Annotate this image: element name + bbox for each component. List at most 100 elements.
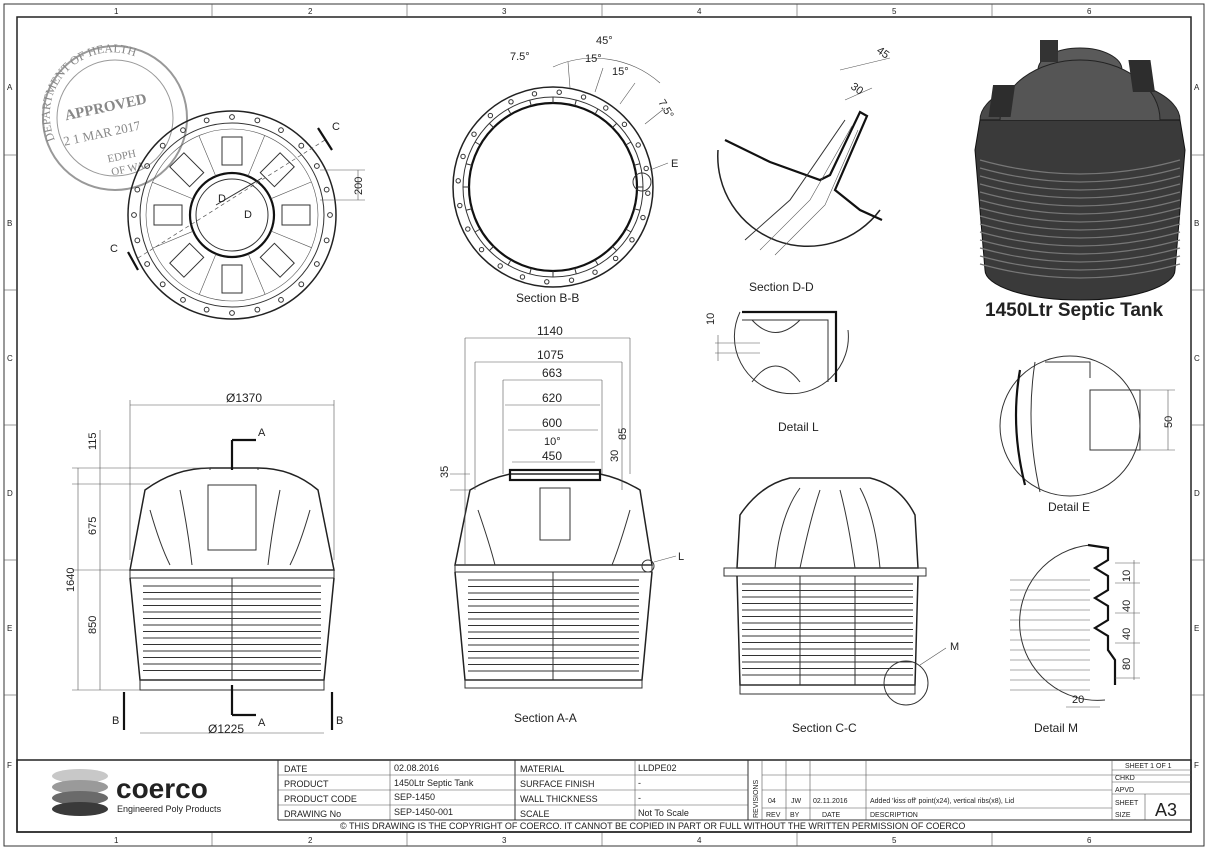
elevation-dim-850: 850 [87, 616, 99, 634]
detail-m-dim-20: 20 [1072, 694, 1084, 706]
plan-section-c-top: C [332, 121, 340, 133]
plan-rib-pocket [281, 204, 311, 226]
bb-rib-tick [474, 141, 481, 146]
tb-col-rev: REV [766, 812, 781, 819]
grid-column-ticks [4, 4, 1204, 846]
elevation-ribs [143, 578, 321, 680]
iso-rib [979, 167, 1181, 183]
plan-bolt-hole [323, 237, 330, 244]
elevation-dim-115: 115 [87, 432, 99, 450]
detail-m-ribs [1010, 579, 1090, 691]
dd-dim-45: 45 [874, 45, 891, 62]
bb-bolt-hole [497, 263, 503, 269]
section-bb-bolt-holes [455, 89, 651, 285]
grid-col-4-bottom: 4 [697, 836, 702, 845]
tb-apvd: APVD [1115, 787, 1134, 794]
bb-rib-tick [625, 228, 632, 233]
grid-row-c-right: C [1194, 354, 1200, 363]
plan-bolt-hole [229, 310, 235, 316]
bb-bolt-hole [465, 226, 471, 232]
detail-e-view: 50 Detail E [999, 355, 1175, 514]
detail-m-dim-10: 10 [1121, 570, 1133, 582]
plan-bolt-hole [254, 117, 261, 124]
grid-row-b-right: B [1194, 219, 1199, 228]
bb-rib-tick [507, 108, 512, 115]
bb-angle-15-a: 15° [585, 53, 602, 65]
tb-value-scale: Not To Scale [638, 808, 689, 818]
tb-copyright: © THIS DRAWING IS THE COPYRIGHT OF COERC… [340, 821, 965, 831]
section-dd-view: 45 30 Section D-D [717, 45, 891, 294]
tb-value-material: LLDPE02 [638, 763, 677, 773]
tb-value-wall-thickness: - [638, 793, 641, 803]
bb-rib-tick [634, 208, 641, 211]
grid-row-a-left: A [7, 83, 13, 92]
elevation-dim-dia-1225: Ø1225 [208, 722, 244, 736]
section-aa-view: 1140 1075 663 620 600 10° 450 35 85 30 L… [439, 324, 684, 725]
detail-l-caption: Detail L [778, 420, 819, 434]
aa-dim-1140: 1140 [537, 324, 563, 338]
plan-rib-line [152, 230, 194, 249]
bb-detail-e-marker: E [671, 158, 678, 170]
aa-dim-10deg: 10° [544, 436, 561, 448]
elevation-dim-dia-1370: Ø1370 [226, 391, 262, 405]
plan-rib-line [247, 135, 265, 177]
tb-col-date: DATE [822, 812, 840, 819]
grid-col-5-top: 5 [892, 7, 897, 16]
elevation-dim-675: 675 [87, 517, 99, 535]
bb-rib-tick [574, 268, 577, 275]
grid-col-6-bottom: 6 [1087, 836, 1092, 845]
plan-rib-pocket [259, 242, 295, 278]
plan-bolt-hole [134, 186, 141, 193]
detail-m-dim-80: 80 [1121, 658, 1133, 670]
iso-rib [979, 231, 1181, 247]
grid-col-6-top: 6 [1087, 7, 1092, 16]
bb-angle-15-b: 15° [612, 66, 629, 78]
bb-bolt-hole [645, 190, 651, 196]
grid-row-a-right: A [1194, 83, 1200, 92]
detail-m-view: 10 40 40 80 20 Detail M [1010, 543, 1140, 735]
plan-dim-200: 200 [353, 177, 365, 195]
dd-dim-30: 30 [848, 81, 865, 98]
tb-rev-description: Added 'kiss off' point(x24), vertical ri… [870, 798, 1014, 805]
grid-col-2-top: 2 [308, 7, 313, 16]
bb-rib-tick [474, 228, 481, 233]
bb-bolt-hole [455, 178, 461, 184]
plan-bolt-hole [159, 281, 166, 288]
aa-detail-l-marker: L [678, 551, 684, 563]
iso-rib [979, 175, 1181, 191]
tb-label-date: DATE [284, 764, 307, 774]
tb-value-date: 02.08.2016 [394, 763, 439, 773]
bb-angle-7-5-left: 7.5° [510, 51, 530, 63]
bb-rib-tick [612, 246, 617, 251]
bb-rib-tick [574, 99, 577, 106]
detail-e-caption: Detail E [1048, 500, 1090, 514]
iso-rib [979, 215, 1181, 231]
plan-rib-pocket [169, 152, 205, 188]
iso-rib [979, 239, 1181, 255]
plan-bolt-hole [134, 237, 141, 244]
elevation-section-b-right: B [336, 715, 343, 727]
grid-row-f-right: F [1194, 761, 1199, 770]
bb-bolt-hole [519, 274, 526, 280]
plan-bolt-hole [203, 117, 210, 124]
bb-bolt-hole [592, 269, 598, 275]
tb-chkd: CHKD [1115, 775, 1135, 782]
plan-section-d-2: D [244, 209, 252, 221]
plan-bolt-hole [313, 163, 320, 169]
plan-rib-pocket [153, 204, 183, 226]
grid-col-1-top: 1 [114, 7, 119, 16]
bb-bolt-hole [635, 142, 641, 148]
iso-rib [979, 207, 1181, 223]
plan-bolt-hole [278, 296, 284, 303]
front-elevation-view: Ø1370 Ø1225 115 675 1640 850 A A B B [65, 391, 343, 736]
detail-m-dim-40-a: 40 [1121, 600, 1133, 612]
tb-size-value: A3 [1155, 800, 1177, 820]
plan-section-c-bottom: C [110, 243, 118, 255]
tb-sheet-label: SHEET [1115, 800, 1139, 807]
tank-3d-view: 1450Ltr Septic Tank [974, 40, 1186, 321]
section-bb-view: 45° 7.5° 15° 15° 7.5° E Section B-B [452, 35, 678, 305]
section-cc-view: M Section C-C [723, 477, 959, 735]
detail-e-dim-50: 50 [1163, 416, 1175, 428]
section-cc-ribs [742, 576, 913, 685]
